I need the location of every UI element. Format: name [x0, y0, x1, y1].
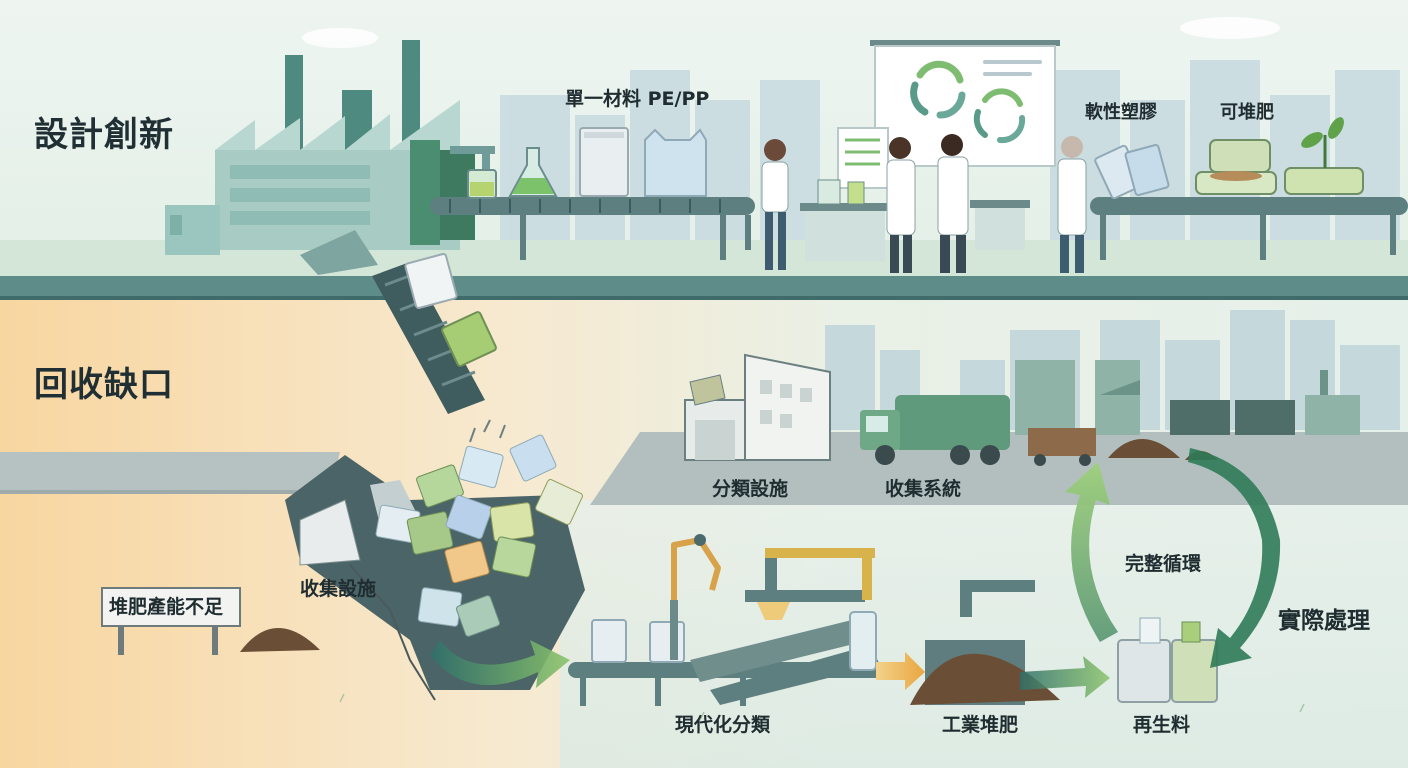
- chute-conveyor: [300, 230, 485, 414]
- label-composting-shortage: 堆肥產能不足: [109, 596, 224, 618]
- sorting-machine: [690, 548, 880, 705]
- flask-icon: [508, 147, 558, 197]
- robot-arm-icon: [670, 534, 721, 660]
- top-conveyor-right: [1090, 197, 1408, 260]
- label-modern-sorting: 現代化分類: [675, 714, 771, 736]
- label-compostable: 可堆肥: [1220, 102, 1274, 123]
- crack-line: [349, 564, 436, 701]
- lab-table: [800, 179, 1030, 261]
- compostable-container: [1195, 139, 1277, 195]
- beaker-icon: [467, 169, 497, 199]
- truck-icon: [860, 395, 1010, 465]
- section-title-recycling-gap: 回收缺口: [34, 365, 174, 405]
- scientist-2: [886, 137, 916, 273]
- plant-icon: [1284, 117, 1364, 195]
- grass: [339, 693, 1305, 721]
- sorting-facility-building: [684, 353, 831, 461]
- falling-packets: [404, 253, 506, 443]
- top-conveyor-left: [430, 197, 755, 260]
- flow-arrow-actual-processing: [1188, 448, 1281, 668]
- sorted-bag: [849, 611, 877, 671]
- factory-icon: [165, 40, 495, 255]
- top-rail: [0, 276, 1408, 296]
- clouds: [302, 17, 1280, 48]
- recycled-bales: [1117, 617, 1218, 703]
- flow-arrow-to-sorting: [430, 640, 570, 688]
- scientist-3: [937, 134, 969, 273]
- section-title-design-innovation: 設計創新: [34, 115, 174, 155]
- label-recycled-material: 再生料: [1133, 714, 1191, 736]
- compost-pile-icon: [240, 627, 320, 652]
- flow-arrow-to-recycled: [1020, 656, 1110, 698]
- industrial-composter: [910, 580, 1060, 705]
- scientist-1: [761, 139, 789, 270]
- recycle-icon: [973, 88, 1026, 144]
- scientist-4: [1057, 136, 1087, 273]
- label-mono-material: 單一材料 PE/PP: [565, 88, 710, 110]
- label-collection-system: 收集系統: [885, 478, 962, 500]
- packet-pile: [375, 434, 583, 637]
- label-full-cycle: 完整循環: [1125, 553, 1202, 575]
- compost-cart: [1028, 428, 1096, 466]
- flow-arrow-to-compost: [876, 652, 925, 690]
- label-collection-facility: 收集設施: [300, 578, 377, 600]
- recycle-icon: [910, 60, 966, 119]
- label-flexible-plastic: 軟性塑膠: [1085, 102, 1157, 123]
- industrial-complex: [1015, 360, 1360, 435]
- composting-shortage-sign: [101, 587, 241, 655]
- label-industrial-composting: 工業堆肥: [942, 714, 1019, 736]
- label-actual-processing: 實際處理: [1278, 608, 1370, 634]
- label-sorting-facility: 分類設施: [712, 478, 789, 500]
- flow-arrow-full-cycle: [1065, 462, 1118, 642]
- flexible-plastic-packs: [1094, 144, 1170, 200]
- mono-material-bags: [579, 127, 707, 197]
